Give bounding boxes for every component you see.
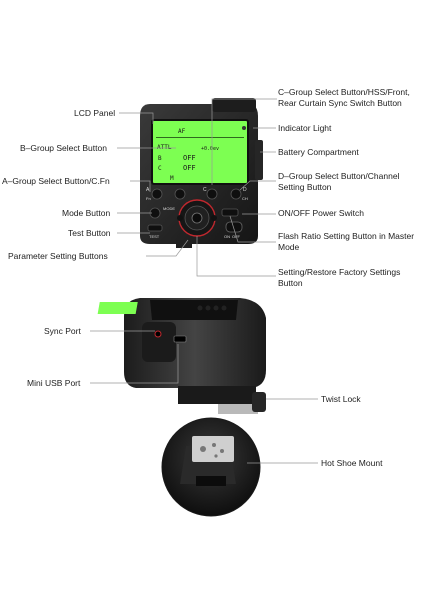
- label-d-group-line1: D–Group Select Button/Channel: [278, 171, 400, 181]
- label-a-group: A–Group Select Button/C.Fn: [2, 176, 110, 186]
- label-parameter-setting: Parameter Setting Buttons: [8, 251, 108, 261]
- off-label: OFF: [232, 234, 241, 239]
- c-key-label: C: [203, 187, 207, 193]
- lcd-m: M: [170, 175, 174, 182]
- label-c-group: C–Group Select Button/HSS/Front, Rear Cu…: [278, 87, 410, 109]
- ch-key-label: CH: [242, 196, 248, 201]
- set-button[interactable]: [191, 212, 203, 224]
- fn-key-label: Fn: [146, 196, 151, 201]
- mode-button[interactable]: [149, 207, 161, 219]
- label-test-button: Test Button: [68, 228, 111, 238]
- label-twist-lock: Twist Lock: [321, 394, 361, 404]
- on-label: ON: [224, 234, 230, 239]
- twist-lock[interactable]: [252, 392, 266, 412]
- on-off-switch[interactable]: [225, 221, 243, 233]
- label-sync-port: Sync Port: [44, 326, 81, 336]
- label-c-group-line1: C–Group Select Button/HSS/Front,: [278, 87, 410, 97]
- mode-key-label: MODE: [163, 206, 175, 211]
- test-key-label: TEST: [149, 234, 160, 239]
- label-d-group: D–Group Select Button/Channel Setting Bu…: [278, 171, 399, 193]
- a-key-label: A: [146, 187, 150, 193]
- lcd-ev: +0.0ev: [201, 146, 219, 152]
- lcd-af: AF: [178, 128, 186, 135]
- lcd-row-c: C: [158, 165, 162, 172]
- label-setting-restore-line1: Setting/Restore Factory Settings: [278, 267, 401, 277]
- flash-ratio-button[interactable]: [221, 208, 239, 217]
- indicator-light: [242, 126, 246, 130]
- lcd-panel: [151, 119, 249, 185]
- lcd-off-1: OFF: [183, 154, 196, 162]
- label-mode-button: Mode Button: [62, 208, 111, 218]
- label-d-group-line2: Setting Button: [278, 182, 332, 192]
- label-b-group: B–Group Select Button: [20, 143, 107, 153]
- sync-port[interactable]: [154, 330, 162, 338]
- hot-shoe-plate: [192, 436, 234, 462]
- hot-shoe-closeup: [161, 417, 261, 517]
- label-c-group-line2: Rear Curtain Sync Switch Button: [278, 98, 402, 108]
- side-lcd: [97, 302, 138, 314]
- label-lcd-panel: LCD Panel: [74, 108, 116, 118]
- label-hot-shoe: Hot Shoe Mount: [321, 458, 383, 468]
- b-group-button[interactable]: [174, 188, 186, 200]
- lcd-row-b: B: [158, 155, 162, 162]
- label-flash-ratio-line2: Mode: [278, 242, 300, 252]
- lcd-ettl: ATTL: [157, 144, 172, 151]
- label-flash-ratio-line1: Flash Ratio Setting Button in Master: [278, 231, 415, 241]
- d-key-label: D: [243, 187, 247, 193]
- test-button[interactable]: [147, 224, 163, 232]
- lcd-off-2: OFF: [183, 164, 196, 172]
- transmitter-front-view: AF ATTL +0.0ev B OFF C OFF M A Fn D CH C…: [140, 98, 263, 248]
- label-battery: Battery Compartment: [278, 147, 359, 157]
- d-group-button[interactable]: [230, 188, 242, 200]
- parameter-dial[interactable]: [178, 199, 216, 237]
- mini-usb-port[interactable]: [173, 335, 187, 343]
- label-indicator-light: Indicator Light: [278, 123, 332, 133]
- label-on-off: ON/OFF Power Switch: [278, 208, 364, 218]
- label-setting-restore: Setting/Restore Factory Settings Button: [278, 267, 400, 289]
- label-setting-restore-line2: Button: [278, 278, 303, 288]
- label-mini-usb: Mini USB Port: [27, 378, 81, 388]
- transmitter-side-view: [97, 298, 266, 414]
- label-flash-ratio: Flash Ratio Setting Button in Master Mod…: [278, 231, 414, 253]
- a-group-button[interactable]: [151, 188, 163, 200]
- leader-lines-bottom: [90, 330, 318, 464]
- leader-lines-top: [117, 98, 277, 277]
- c-group-button[interactable]: [206, 188, 218, 200]
